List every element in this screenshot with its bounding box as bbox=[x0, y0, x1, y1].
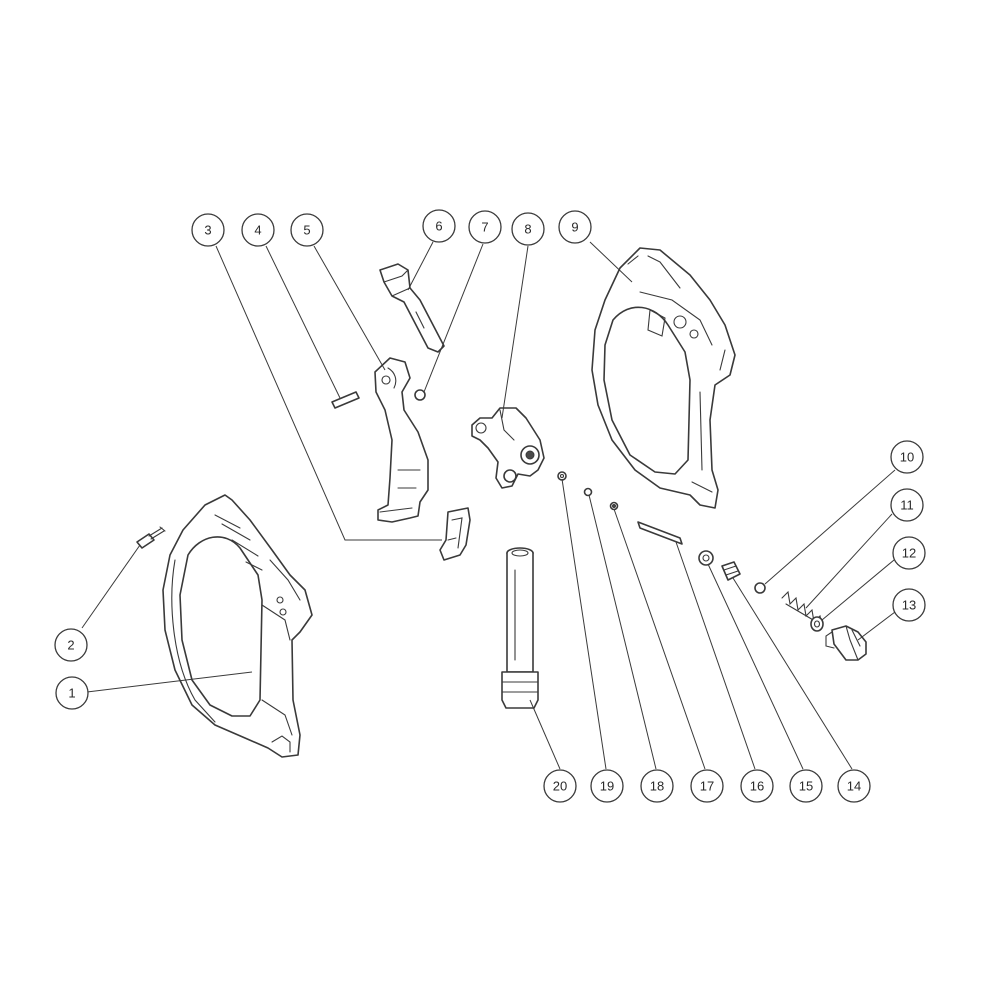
callout-15-number: 15 bbox=[799, 779, 813, 794]
callout-8-number: 8 bbox=[524, 222, 531, 237]
callout-4-number: 4 bbox=[254, 223, 261, 238]
callout-2: 2 bbox=[54, 628, 88, 662]
callout-6: 6 bbox=[422, 209, 456, 243]
callout-12: 12 bbox=[892, 536, 926, 570]
leader-7 bbox=[423, 243, 484, 393]
leader-6 bbox=[407, 241, 434, 291]
callout-5: 5 bbox=[290, 213, 324, 247]
leader-11 bbox=[805, 513, 893, 609]
callout-7-number: 7 bbox=[481, 220, 488, 235]
callout-17: 17 bbox=[690, 769, 724, 803]
callout-7: 7 bbox=[468, 210, 502, 244]
callout-17-number: 17 bbox=[700, 779, 714, 794]
part-15-washer bbox=[698, 550, 714, 566]
part-4-pin bbox=[331, 391, 360, 409]
part-7-ball bbox=[414, 389, 426, 401]
leader-2 bbox=[81, 544, 141, 629]
callout-14-number: 14 bbox=[847, 779, 861, 794]
callout-10-number: 10 bbox=[900, 450, 914, 465]
leader-3 bbox=[215, 245, 442, 541]
leader-10 bbox=[764, 469, 896, 585]
part-13-plug bbox=[825, 625, 867, 661]
callout-6-number: 6 bbox=[435, 219, 442, 234]
leader-20 bbox=[529, 699, 561, 770]
callout-12-number: 12 bbox=[902, 546, 916, 561]
callout-20-number: 20 bbox=[553, 779, 567, 794]
part-18-o-ring bbox=[583, 487, 593, 497]
part-19-o-ring bbox=[557, 471, 567, 481]
leader-5 bbox=[313, 245, 386, 371]
leader-12 bbox=[821, 559, 895, 621]
part-2-screw bbox=[136, 526, 166, 549]
callout-3-number: 3 bbox=[204, 223, 211, 238]
part-8-valve-body bbox=[471, 407, 545, 489]
part-9-right-housing bbox=[591, 247, 736, 509]
callout-13-number: 13 bbox=[902, 598, 916, 613]
callout-8: 8 bbox=[511, 212, 545, 246]
part-17-tiny-part bbox=[609, 501, 619, 511]
callout-1: 1 bbox=[55, 676, 89, 710]
callout-5-number: 5 bbox=[303, 223, 310, 238]
leader-1 bbox=[86, 671, 253, 693]
part-6-tube bbox=[379, 263, 445, 353]
callout-9-number: 9 bbox=[571, 220, 578, 235]
callout-3: 3 bbox=[191, 213, 225, 247]
callout-1-number: 1 bbox=[68, 686, 75, 701]
callout-11-number: 11 bbox=[900, 498, 914, 513]
leader-18 bbox=[588, 494, 657, 770]
callout-11: 11 bbox=[890, 488, 924, 522]
callout-19-number: 19 bbox=[600, 779, 614, 794]
callout-15: 15 bbox=[789, 769, 823, 803]
callout-16-number: 16 bbox=[750, 779, 764, 794]
leader-17 bbox=[613, 508, 706, 770]
leader-8 bbox=[501, 245, 529, 419]
part-1-left-housing bbox=[162, 494, 313, 758]
leader-lines bbox=[81, 241, 896, 770]
leader-15 bbox=[707, 563, 804, 770]
leader-14 bbox=[732, 577, 853, 770]
part-16-stem bbox=[637, 521, 683, 545]
callout-20: 20 bbox=[543, 769, 577, 803]
callout-18: 18 bbox=[640, 769, 674, 803]
part-5-trigger-lever bbox=[374, 357, 429, 523]
part-10-ball bbox=[754, 582, 766, 594]
callout-13: 13 bbox=[892, 588, 926, 622]
callout-19: 19 bbox=[590, 769, 624, 803]
callout-4: 4 bbox=[241, 213, 275, 247]
leader-19 bbox=[561, 478, 607, 770]
leader-16 bbox=[675, 541, 756, 770]
leader-13 bbox=[857, 611, 896, 641]
leader-4 bbox=[265, 245, 341, 399]
callout-18-number: 18 bbox=[650, 779, 664, 794]
part-12-washer bbox=[810, 616, 824, 632]
callout-9: 9 bbox=[558, 210, 592, 244]
leader-9 bbox=[589, 241, 633, 283]
callout-10: 10 bbox=[890, 440, 924, 474]
callout-16: 16 bbox=[740, 769, 774, 803]
part-20-spout bbox=[501, 547, 539, 709]
callout-14: 14 bbox=[837, 769, 871, 803]
part-3-clip bbox=[439, 507, 471, 561]
part-14-spring bbox=[721, 561, 741, 581]
callout-2-number: 2 bbox=[67, 638, 74, 653]
